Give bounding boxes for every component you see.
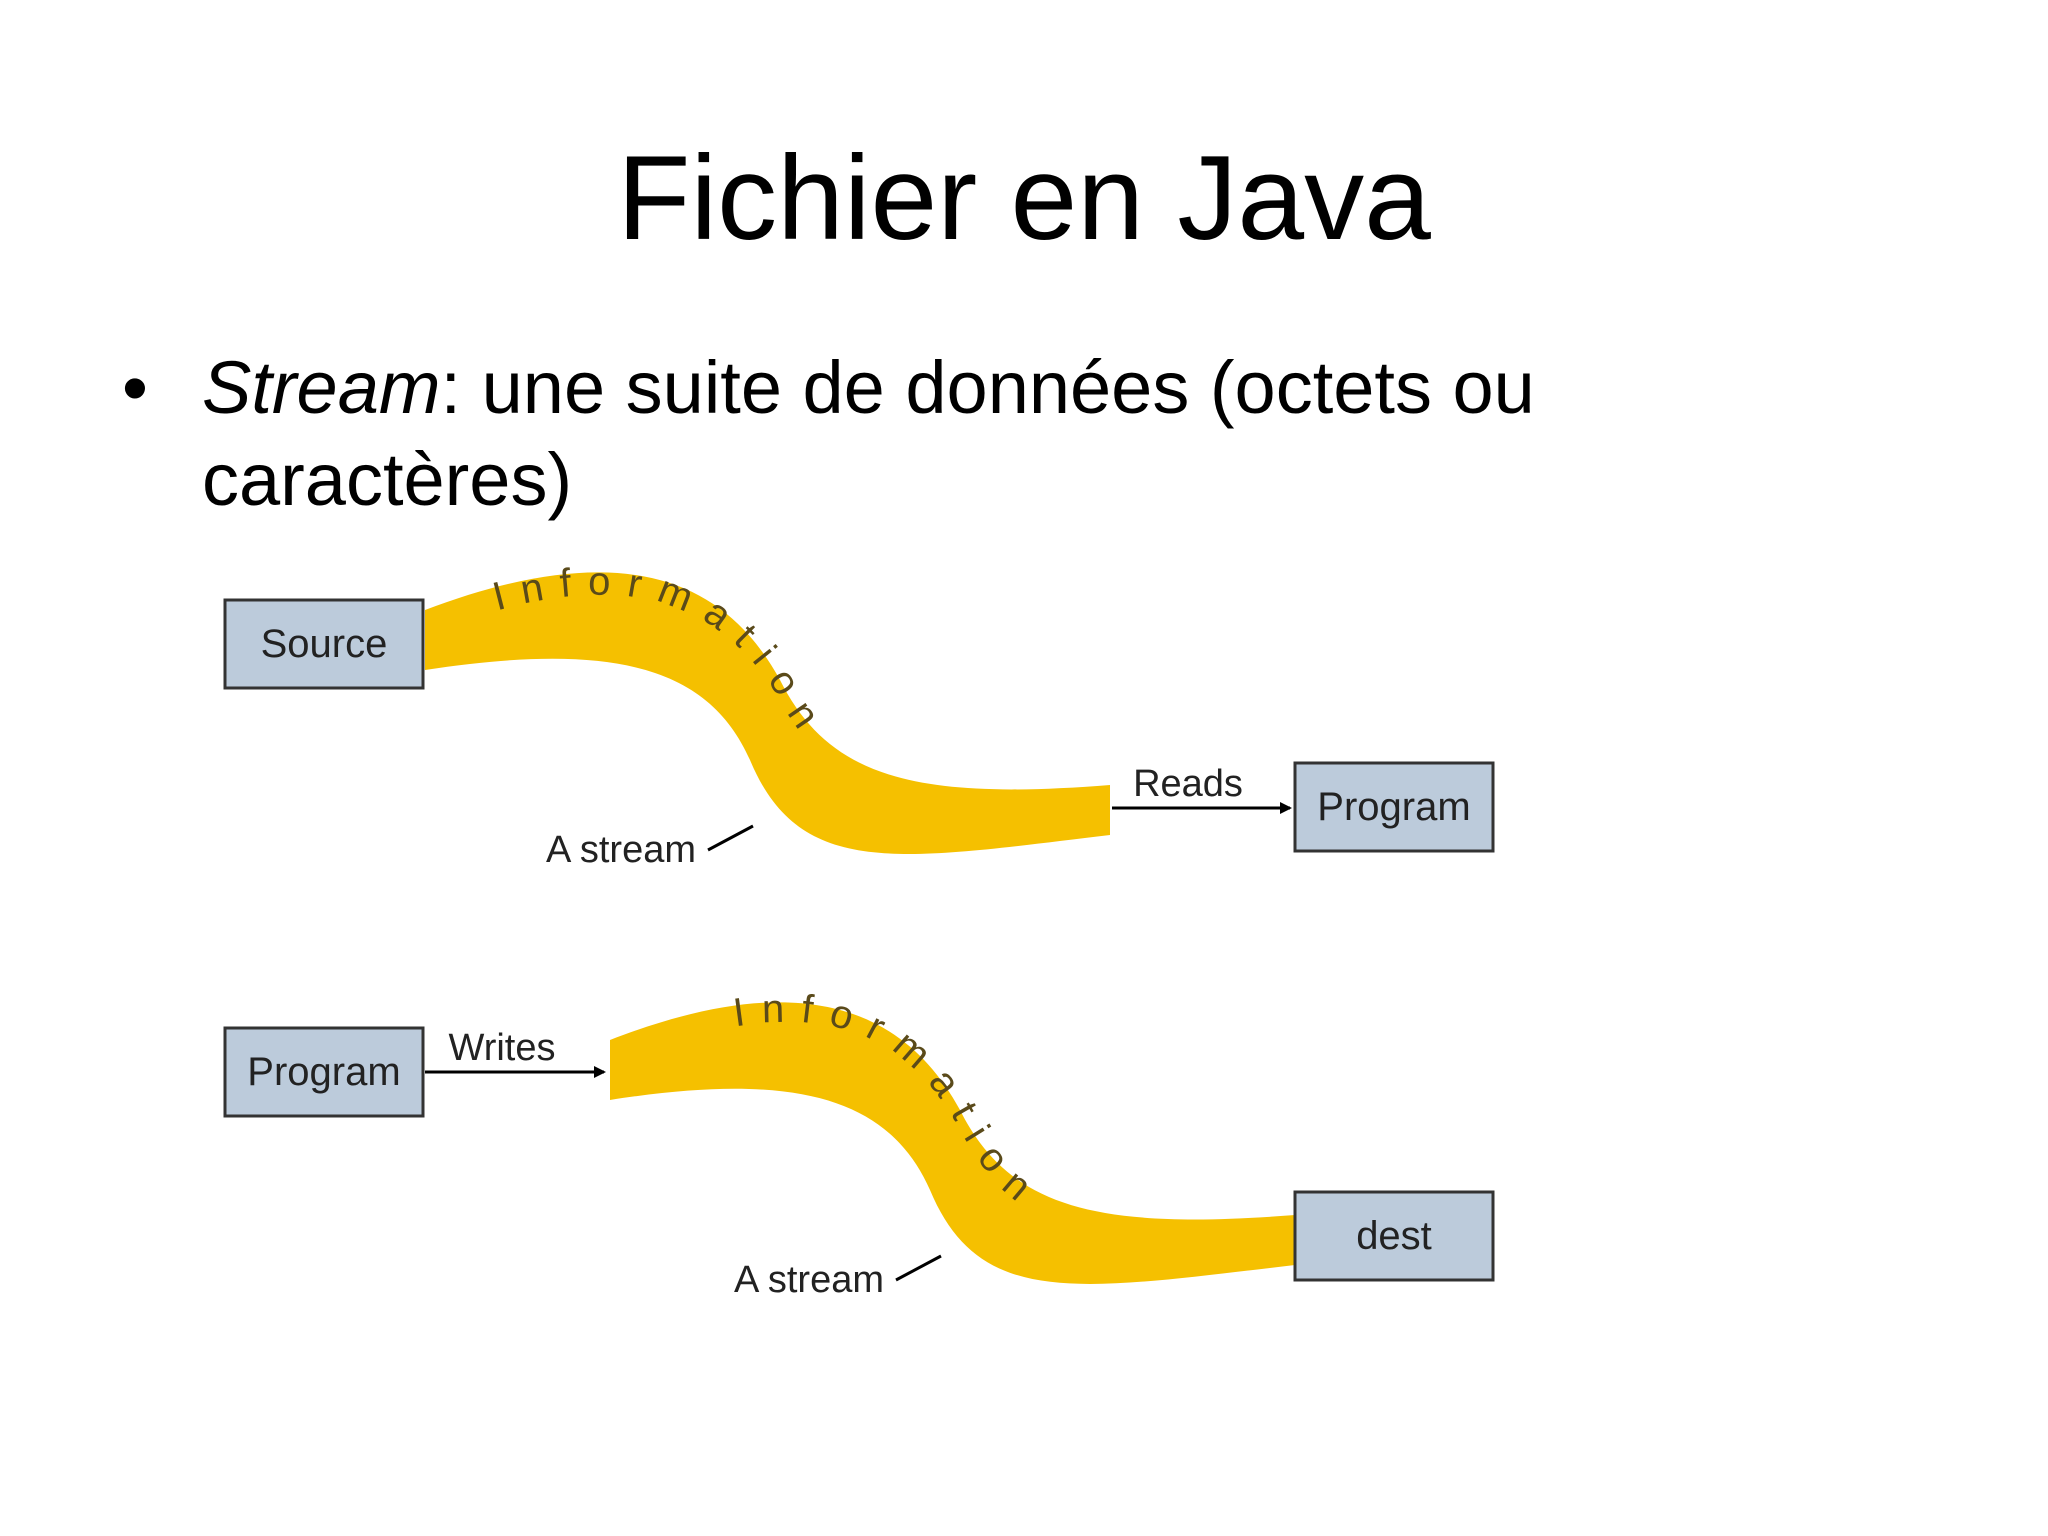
read-callout-label: A stream [546,829,696,871]
read-stream-diagram: Information Source A stream Reads Progra… [223,559,1495,871]
program-read-label: Program [1317,785,1470,829]
bullet-term: Stream [202,346,441,429]
slide-title: Fichier en Java [617,131,1431,265]
dest-label: dest [1356,1214,1432,1258]
write-stream-ribbon [610,1002,1295,1284]
reads-label: Reads [1133,763,1243,805]
source-label: Source [261,622,388,666]
dest-box [1293,1190,1495,1282]
bullet-text: Stream: une suite de données (octets ou c… [202,342,1742,526]
bullet-text-rest: : une suite de données (octets ou [440,346,1535,429]
bullet-icon: • [122,346,148,429]
source-box [223,598,425,690]
program-box-write [223,1026,425,1118]
program-write-label: Program [247,1050,400,1094]
writes-label: Writes [449,1027,556,1069]
bullet-text-line2: caractères) [202,438,573,521]
write-callout-line [895,1254,942,1282]
read-stream-ribbon [425,572,1110,854]
bullet-point: • Stream: une suite de données (octets o… [122,342,1742,526]
write-stream-diagram: Information Program Writes A stream dest [223,986,1495,1301]
write-callout-label: A stream [734,1259,884,1301]
read-callout-line [707,824,754,852]
program-box-read [1293,761,1495,853]
